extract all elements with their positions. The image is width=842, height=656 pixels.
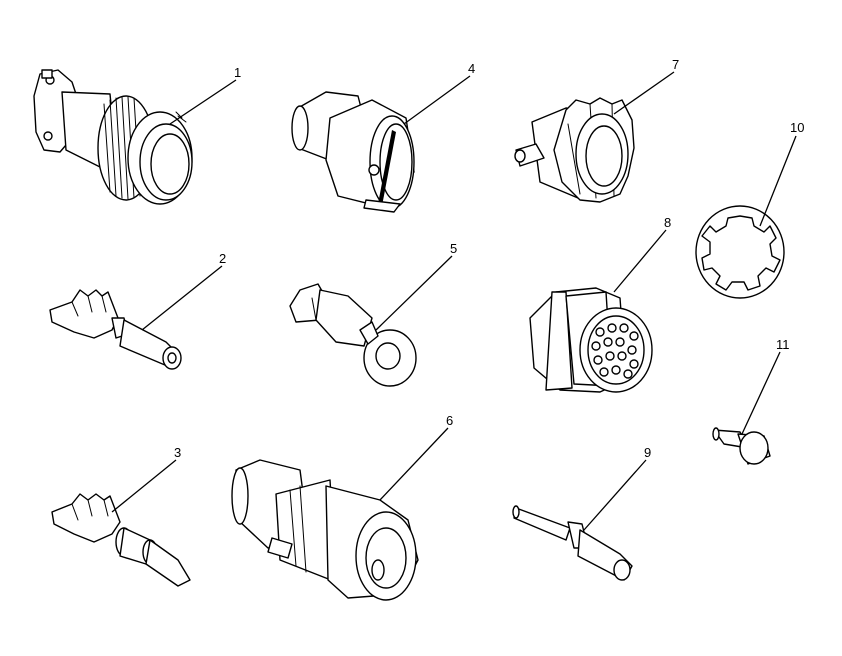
leader-9	[583, 459, 647, 531]
callout-2: 2	[219, 251, 226, 266]
part-2-socket-contact	[49, 289, 182, 370]
callout-3: 3	[174, 445, 181, 460]
leader-4	[403, 75, 471, 125]
leader-5	[375, 255, 453, 331]
part-7-coupling-nut	[514, 97, 635, 203]
part-8-receptacle	[529, 287, 653, 393]
callout-4: 4	[468, 61, 475, 76]
leader-3	[111, 459, 177, 513]
leader-lines	[111, 71, 797, 531]
callout-labels: 1 2 3 4 5 6 7 8 9 10 11	[174, 57, 804, 460]
part-9-solder-contact	[512, 505, 633, 581]
leader-11	[741, 351, 781, 435]
leader-10	[759, 135, 797, 227]
callout-9: 9	[644, 445, 651, 460]
part-5-ring-terminal	[289, 283, 417, 387]
callout-1: 1	[234, 65, 241, 80]
callout-6: 6	[446, 413, 453, 428]
callout-10: 10	[790, 120, 804, 135]
receptacle-contact-holes	[591, 323, 639, 379]
leader-8	[613, 229, 667, 293]
part-4-backshell	[291, 91, 415, 213]
leader-6	[379, 427, 449, 501]
callout-8: 8	[664, 215, 671, 230]
leader-1	[169, 79, 237, 125]
part-11-sealing-plug	[712, 427, 771, 465]
part-10-lock-washer	[695, 205, 785, 299]
part-6-clamp-sleeve	[231, 459, 419, 601]
callout-11: 11	[776, 337, 790, 352]
part-3-pin-contact	[51, 493, 191, 587]
leader-2	[141, 265, 223, 331]
callout-7: 7	[672, 57, 679, 72]
part-1-connector-plug	[33, 69, 193, 205]
callout-5: 5	[450, 241, 457, 256]
leader-7	[613, 71, 675, 115]
